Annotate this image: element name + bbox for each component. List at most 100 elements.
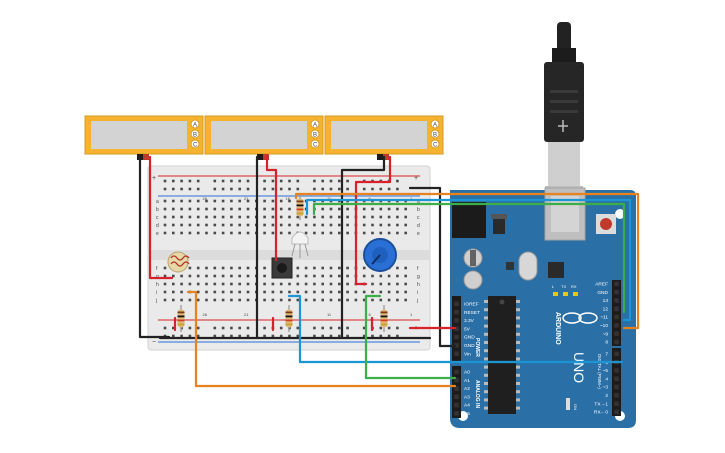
resistor-icon[interactable] xyxy=(177,305,185,332)
column-number: 21 xyxy=(244,196,249,201)
resistor-icon[interactable] xyxy=(285,305,293,332)
arduino-uno-board[interactable]: L TX RX ON ARDUINO UNO POWER ANALOG IN D… xyxy=(450,187,636,428)
led-label-l: L xyxy=(552,284,555,289)
wire-vcc-display-3[interactable] xyxy=(354,155,392,286)
analog-header xyxy=(452,366,461,418)
row-letter: i xyxy=(156,290,157,296)
row-letter: j xyxy=(416,298,418,304)
resistor-icon[interactable] xyxy=(380,305,388,332)
column-number: 1 xyxy=(410,196,413,201)
display-pin-label: B xyxy=(433,133,437,139)
led-label-rx: RX xyxy=(571,284,577,289)
analog-label: ANALOG IN xyxy=(474,380,480,408)
pin-label: A0 xyxy=(464,370,470,376)
pin-label: Vin xyxy=(464,351,471,357)
model-label: UNO xyxy=(571,352,587,383)
wire-vcc-display-1[interactable] xyxy=(148,155,174,280)
row-letter: h xyxy=(156,282,159,288)
rail-plus-label-right: + xyxy=(414,175,418,182)
pin-label: 13 xyxy=(603,298,609,304)
wire-gnd-display-3[interactable] xyxy=(340,155,386,339)
pushbutton-icon[interactable] xyxy=(271,257,293,279)
pin-label: 4 xyxy=(605,376,608,382)
display-pin-label: A xyxy=(193,123,197,129)
digital-header-lower xyxy=(612,348,621,416)
column-number: 26 xyxy=(203,312,208,317)
pin-label: ~5 xyxy=(603,368,609,374)
pin-label: 5V xyxy=(464,326,471,332)
row-letter: a xyxy=(417,199,420,205)
potentiometer-icon[interactable] xyxy=(363,238,397,272)
power-label: POWER xyxy=(474,338,480,357)
row-letter: b xyxy=(417,207,420,213)
display-pin-label: A xyxy=(313,123,317,129)
row-letter: j xyxy=(155,298,157,304)
pin-label: 7 xyxy=(605,352,608,358)
rgb-led-icon[interactable] xyxy=(291,231,309,258)
atmega-chip xyxy=(488,296,516,414)
wire-led-pin11[interactable] xyxy=(312,202,626,314)
column-number: 11 xyxy=(327,196,332,201)
pin-label: TX→1 xyxy=(594,401,608,407)
power-jack[interactable] xyxy=(452,202,486,238)
wire-gnd-arduino[interactable] xyxy=(408,186,457,348)
pin-label: GND xyxy=(464,335,475,341)
usb-cable-icon[interactable] xyxy=(544,22,584,196)
pin-label: A1 xyxy=(464,378,470,384)
row-letter: c xyxy=(156,215,159,221)
pin-label: ~10 xyxy=(600,323,608,329)
pin-label: A4 xyxy=(464,403,470,409)
pin-label: 12 xyxy=(603,306,609,312)
brand-label: ARDUINO xyxy=(554,312,561,345)
column-number: 11 xyxy=(327,312,332,317)
wire-led-pin10[interactable] xyxy=(305,198,632,322)
pin-label: IOREF xyxy=(464,302,479,308)
display-module-2[interactable]: ABC xyxy=(204,115,324,160)
row-letter: g xyxy=(417,274,420,280)
pin-label: 3.3V xyxy=(464,318,475,324)
display-pin-label: C xyxy=(433,143,438,149)
pin-label: GND xyxy=(464,343,475,349)
pin-label: ~9 xyxy=(603,331,609,337)
column-number: 1 xyxy=(410,312,413,317)
display-module-3[interactable]: ABC xyxy=(324,115,444,160)
column-number: 6 xyxy=(369,196,372,201)
arduino-logo xyxy=(562,312,598,324)
wire-gnd-display-1[interactable] xyxy=(138,155,171,339)
wire-button-pin7[interactable] xyxy=(287,294,624,364)
row-letter: f xyxy=(156,266,158,272)
pin-label: AREF xyxy=(595,282,608,288)
row-letter: b xyxy=(156,207,159,213)
resistor-icon[interactable] xyxy=(296,195,304,220)
digital-header-upper xyxy=(612,280,621,346)
row-letter: c xyxy=(417,215,420,221)
pin-label: GND xyxy=(597,290,608,296)
pin-label: ~11 xyxy=(600,315,608,321)
digital-label: DIGITAL (PWM~) xyxy=(597,354,602,389)
pin-label: 8 xyxy=(605,340,608,346)
display-pin-label: B xyxy=(193,133,197,139)
row-letter: f xyxy=(417,266,419,272)
rail-plus-label: + xyxy=(152,175,156,182)
display-pin-label: A xyxy=(433,123,437,129)
row-letter: d xyxy=(417,223,420,229)
row-letter: i xyxy=(417,290,418,296)
wire-led-pin9[interactable] xyxy=(294,192,640,330)
wire-vcc-display-2[interactable] xyxy=(265,155,278,262)
wire-photoresistor-a2[interactable] xyxy=(186,290,457,388)
display-module-1[interactable]: ABC xyxy=(84,115,204,160)
display-pin-label: C xyxy=(193,143,198,149)
column-number: 16 xyxy=(286,196,291,201)
column-number: 21 xyxy=(244,312,249,317)
row-letter: e xyxy=(417,231,420,237)
wire-pot-a1[interactable] xyxy=(364,294,457,380)
row-letter: e xyxy=(156,231,159,237)
pin-label: A5 xyxy=(464,411,470,417)
row-letter: h xyxy=(417,282,420,288)
display-pin-label: B xyxy=(313,133,317,139)
photoresistor-icon[interactable] xyxy=(167,251,190,273)
rail-minus-label: − xyxy=(152,339,156,346)
row-letter: d xyxy=(156,223,159,229)
on-label: ON xyxy=(573,404,578,410)
